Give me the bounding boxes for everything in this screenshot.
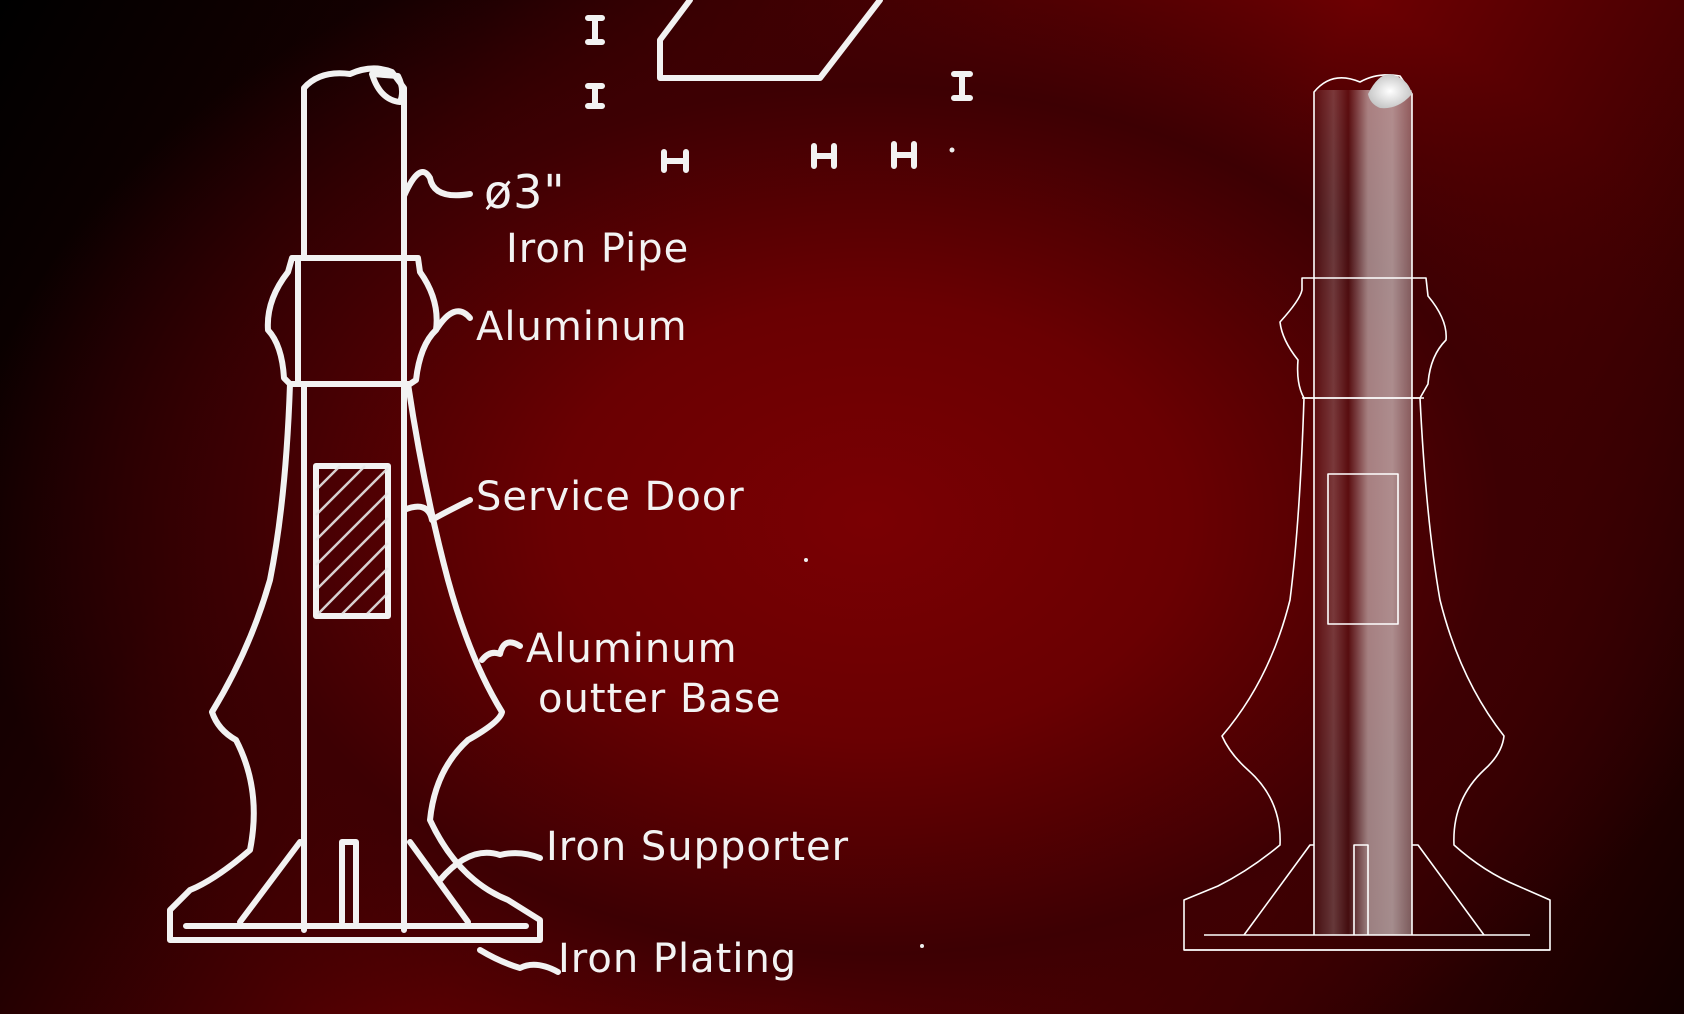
leader-pipe (401, 169, 473, 199)
leader-supporter (437, 849, 543, 883)
cad-collar (1279, 277, 1447, 399)
sketch-service-door (313, 463, 391, 619)
cad-pipe-cap (1368, 74, 1412, 109)
sketch-iron-plating (183, 923, 529, 943)
sketch-door-hatch (315, 465, 389, 615)
sketch-collar (264, 255, 440, 387)
leader-collar (433, 308, 473, 333)
label-iron-pipe: Iron Pipe (506, 226, 689, 272)
label-aluminum-collar: Aluminum (476, 304, 688, 350)
cad-pipe-fill (1314, 90, 1412, 935)
label-aluminum-base: Aluminum (526, 626, 738, 672)
label-iron-plating: Iron Plating (558, 936, 797, 982)
cad-iron-supporter (1243, 844, 1485, 936)
sketch-dot (949, 147, 955, 153)
sketch-collar-neck (295, 255, 407, 387)
sketch-pipe-top (369, 71, 406, 105)
sketch-inner-pipe (301, 381, 407, 933)
leader-door (401, 497, 473, 523)
sketch-dimension-marks (585, 15, 973, 173)
sketch-iron-supporter (237, 839, 471, 925)
cad-pipe-outline (1313, 74, 1413, 935)
label-pipe-diameter: ø3" (484, 165, 566, 219)
leader-base (479, 639, 523, 663)
leader-plating (477, 947, 561, 975)
sketch-pipe-outline (301, 65, 407, 261)
label-outter-base: outter Base (538, 676, 781, 722)
label-iron-supporter: Iron Supporter (546, 824, 849, 870)
sketch-dot (804, 558, 808, 562)
cad-service-door (1327, 473, 1399, 625)
cad-rendering (1183, 74, 1551, 951)
sketch-dot (920, 944, 924, 948)
sketch-top-fragment (657, 0, 883, 81)
label-service-door: Service Door (476, 474, 745, 520)
hand-sketch: ø3" Iron Pipe Aluminum Service Door Alum… (167, 0, 973, 982)
cad-iron-plating (1184, 934, 1550, 951)
